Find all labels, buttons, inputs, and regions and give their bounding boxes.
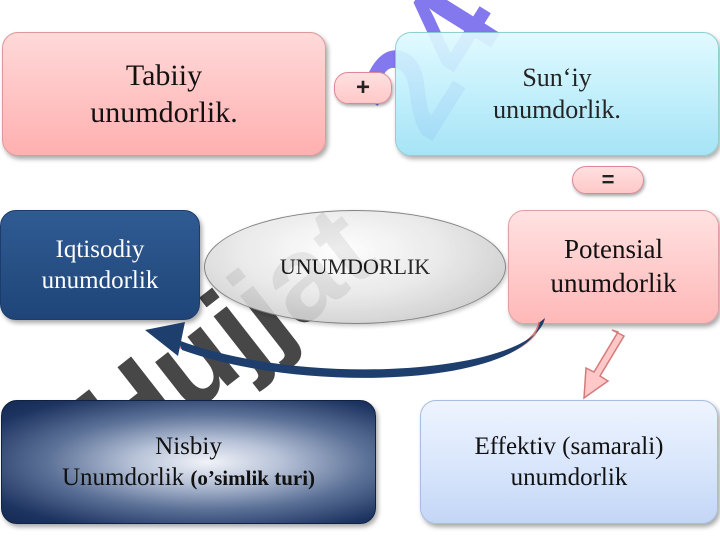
potensial-unumdorlik-box: Potensial unumdorlik: [508, 210, 719, 324]
nisbiy-bold: (o’simlik turi): [190, 466, 316, 490]
suniy-unumdorlik-box: Sun‘iy unumdorlik.: [395, 32, 719, 156]
equals-sign: =: [572, 166, 644, 194]
center-label: UNUMDORLIK: [279, 254, 431, 279]
effektiv-label: Effektiv (samarali) unumdorlik: [474, 432, 664, 491]
iqtisodiy-label: Iqtisodiy unumdorlik: [41, 235, 159, 294]
suniy-label: Sun‘iy unumdorlik.: [493, 62, 621, 125]
equals-label: =: [601, 167, 615, 192]
unumdorlik-center-ellipse: UNUMDORLIK: [204, 210, 506, 324]
effektiv-unumdorlik-box: Effektiv (samarali) unumdorlik: [420, 400, 718, 524]
nisbiy-unumdorlik-box: Nisbiy Unumdorlik (o’simlik turi): [1, 400, 376, 524]
tabiiy-label: Tabiiy unumdorlik.: [90, 58, 238, 130]
potensial-label: Potensial unumdorlik: [550, 234, 677, 298]
nisbiy-line1: Nisbiy: [155, 432, 222, 460]
plus-sign: +: [334, 72, 392, 104]
plus-label: +: [355, 74, 370, 101]
nisbiy-text: Nisbiy Unumdorlik (o’simlik turi): [62, 431, 315, 494]
nisbiy-line2-text: Unumdorlik: [61, 464, 191, 491]
nisbiy-line2: Unumdorlik (o’simlik turi): [62, 462, 315, 493]
tabiiy-unumdorlik-box: Tabiiy unumdorlik.: [2, 32, 326, 156]
iqtisodiy-unumdorlik-box: Iqtisodiy unumdorlik: [0, 210, 200, 320]
